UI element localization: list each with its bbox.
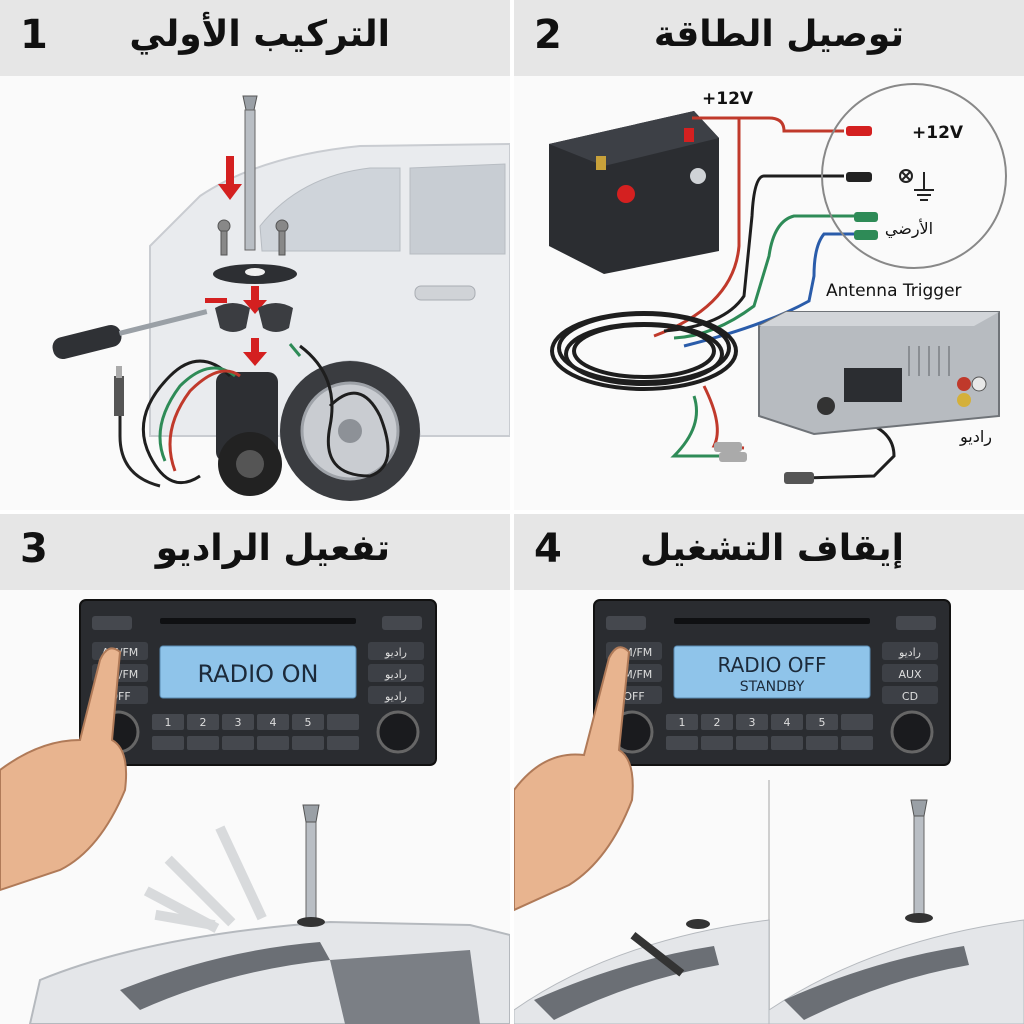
step-title: تفعيل الراديو xyxy=(155,528,390,569)
radio-label: راديو xyxy=(959,427,992,447)
step-title: إيقاف التشغيل xyxy=(640,528,904,569)
wiring-diagram: +12V +12 xyxy=(549,83,1007,484)
panel-power-off: 4 إيقاف التشغيل RADIO OFF STAN xyxy=(514,514,1024,1024)
radio-head-unit xyxy=(758,311,1000,436)
lcd-text-line1: RADIO OFF xyxy=(718,653,827,677)
preset-label: 2 xyxy=(714,716,721,729)
hand-pointing xyxy=(514,646,634,912)
tune-knob xyxy=(890,710,934,754)
preset-label: 2 xyxy=(200,716,207,729)
aux-button-label: AUX xyxy=(898,668,922,681)
panel-header: 4 إيقاف التشغيل xyxy=(514,514,1024,590)
battery-icon xyxy=(549,111,719,274)
preset-label: 3 xyxy=(749,716,756,729)
step-number: 2 xyxy=(534,12,562,58)
audio-plug-icon xyxy=(114,366,124,416)
off-button-label: OFF xyxy=(623,690,644,703)
ground-icon xyxy=(899,169,934,201)
antenna-extended xyxy=(905,799,933,923)
radio-button-label: راديو xyxy=(898,646,921,659)
panel-power-connection: 2 توصيل الطاقة +12V xyxy=(514,0,1024,510)
battery-voltage-label: +12V xyxy=(702,89,754,109)
wire-harness xyxy=(118,343,390,488)
step-number: 3 xyxy=(20,526,48,572)
car-roof xyxy=(514,919,1024,1024)
preset-label: 1 xyxy=(679,716,686,729)
screwdriver-icon xyxy=(52,309,208,360)
ground-label: الأرضي xyxy=(885,218,933,239)
lcd-display xyxy=(159,645,357,699)
panel-divider xyxy=(0,510,1024,514)
zoom-callout xyxy=(821,83,1007,269)
installation-illustration xyxy=(52,95,510,501)
lcd-display xyxy=(673,645,871,699)
step-number: 1 xyxy=(20,12,48,58)
hand-pointing xyxy=(0,647,128,892)
panel-header: 1 التركيب الأولي xyxy=(0,0,510,76)
preset-label: 4 xyxy=(270,716,277,729)
radio-off-illustration: RADIO OFF STANDBY AM/FM AM/FM OFF راديو … xyxy=(514,599,1024,1024)
lcd-text: RADIO ON xyxy=(197,660,318,688)
panel-initial-installation: 1 التركيب الأولي xyxy=(0,0,510,510)
red-arrow xyxy=(205,156,267,366)
preset-label: 4 xyxy=(784,716,791,729)
car-roof xyxy=(28,920,510,1024)
antenna-retracted xyxy=(630,919,710,977)
radio-button-label: راديو xyxy=(384,690,407,703)
preset-label: 5 xyxy=(305,716,312,729)
step-title: التركيب الأولي xyxy=(129,14,390,55)
antenna-motion-blur xyxy=(143,825,267,933)
plus12v-label: +12V xyxy=(912,123,964,143)
step-number: 4 xyxy=(534,526,562,572)
step-title: توصيل الطاقة xyxy=(653,14,904,55)
panel-radio-activation: 3 تفعيل الراديو RADIO ON xyxy=(0,514,510,1024)
preset-label: 3 xyxy=(235,716,242,729)
cd-button-label: CD xyxy=(902,690,918,703)
screw-icon xyxy=(217,219,289,256)
radio-button-label: راديو xyxy=(384,646,407,659)
preset-label: 5 xyxy=(819,716,826,729)
antenna-mast xyxy=(242,95,258,251)
antenna-extended xyxy=(297,804,325,927)
car-illustration xyxy=(149,142,510,501)
radio-on-illustration: RADIO ON AM/FM AM/FM OFF راديو راديو راد… xyxy=(0,599,510,1024)
radio-faceplate: RADIO OFF STANDBY AM/FM AM/FM OFF راديو … xyxy=(593,599,951,766)
antenna-motor-unit xyxy=(216,372,282,496)
antenna-trigger-label: Antenna Trigger xyxy=(826,281,962,301)
radio-button-label: راديو xyxy=(384,668,407,681)
tune-knob xyxy=(376,710,420,754)
lcd-text-line2: STANDBY xyxy=(740,679,805,695)
coiled-cable xyxy=(550,311,738,391)
connector-terminal xyxy=(714,126,878,484)
grommet xyxy=(215,303,293,332)
preset-label: 1 xyxy=(165,716,172,729)
panel-header: 3 تفعيل الراديو xyxy=(0,514,510,590)
panel-header: 2 توصيل الطاقة xyxy=(514,0,1024,76)
radio-faceplate: RADIO ON AM/FM AM/FM OFF راديو راديو راد… xyxy=(79,599,437,766)
